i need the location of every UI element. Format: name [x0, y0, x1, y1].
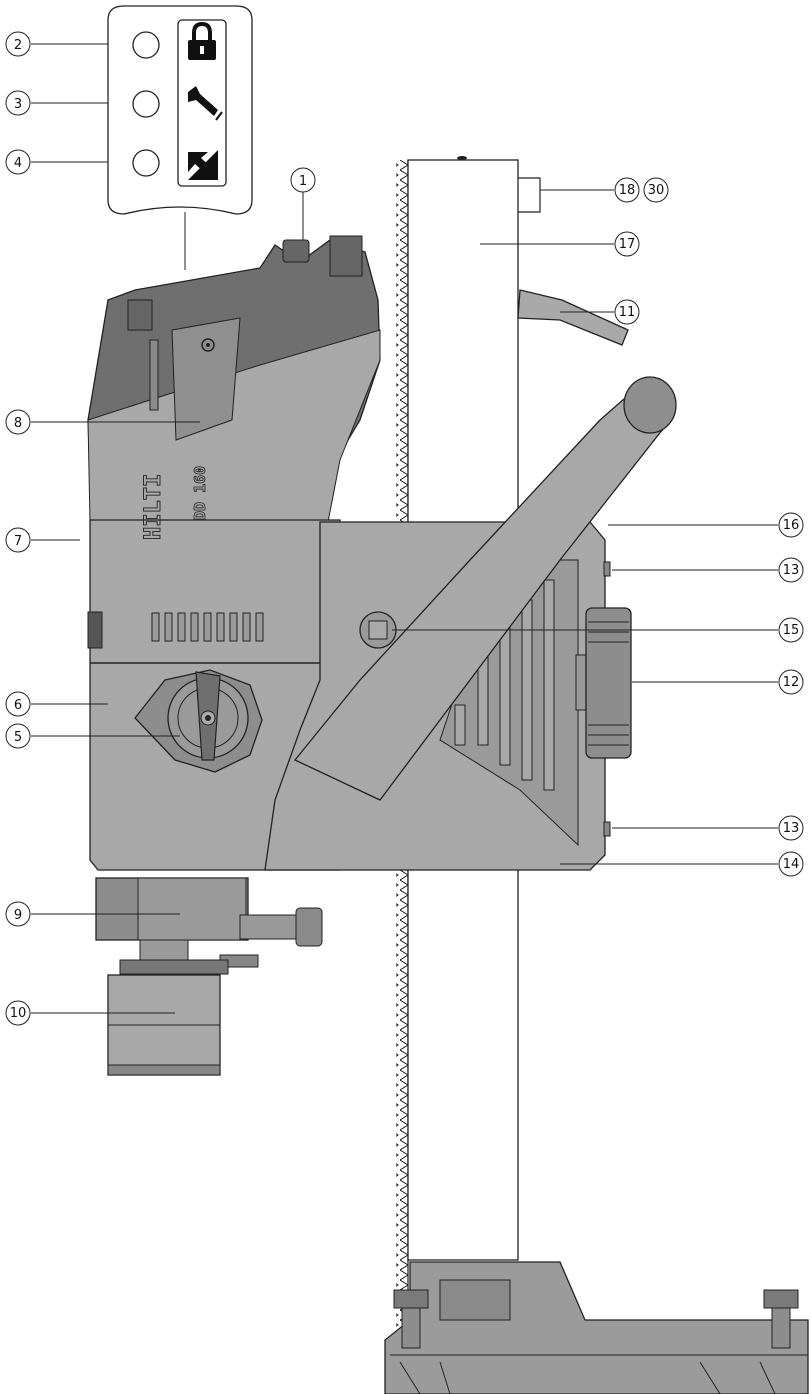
svg-text:5: 5 — [14, 730, 22, 745]
arrows-diagonal-icon — [188, 150, 218, 180]
callout-1: 1 — [290, 167, 316, 193]
callout-7: 7 — [5, 527, 31, 553]
carriage-pin-lower — [603, 821, 611, 837]
leveling-screw-left — [393, 1289, 429, 1349]
callout-3: 3 — [5, 90, 31, 116]
lock-icon — [188, 21, 216, 60]
svg-text:3: 3 — [14, 97, 22, 112]
svg-text:9: 9 — [14, 908, 22, 923]
top-button — [282, 239, 310, 263]
callout-leaders — [31, 43, 778, 1014]
wrench-icon — [188, 86, 223, 121]
svg-text:30: 30 — [648, 183, 665, 198]
svg-text:7: 7 — [14, 534, 22, 549]
svg-text:4: 4 — [14, 156, 22, 171]
svg-text:6: 6 — [14, 698, 22, 713]
svg-text:10: 10 — [10, 1006, 27, 1021]
feed-handle-rear — [517, 289, 629, 346]
svg-text:11: 11 — [619, 305, 636, 320]
gear-selector — [134, 669, 263, 773]
callout-15: 15 — [778, 617, 804, 643]
callout-30: 30 — [643, 177, 669, 203]
led-lock — [132, 31, 160, 59]
callout-17: 17 — [614, 231, 640, 257]
svg-text:2: 2 — [14, 38, 22, 53]
callouts: 2 3 4 1 8 7 6 5 9 10 18 30 17 11 16 13 1… — [5, 31, 804, 1026]
callout-8: 8 — [5, 409, 31, 435]
drill-chuck — [107, 959, 229, 1076]
svg-text:17: 17 — [619, 237, 636, 252]
water-swivel — [95, 877, 323, 968]
callout-6: 6 — [5, 691, 31, 717]
callout-10: 10 — [5, 1000, 31, 1026]
svg-text:18: 18 — [619, 183, 636, 198]
brand-label: HILTI — [141, 474, 166, 540]
callout-12: 12 — [778, 669, 804, 695]
callout-9: 9 — [5, 901, 31, 927]
callout-13-upper: 13 — [778, 557, 804, 583]
led-overload — [132, 149, 160, 177]
callout-5: 5 — [5, 723, 31, 749]
side-grip — [87, 611, 103, 649]
callout-16: 16 — [778, 512, 804, 538]
svg-text:15: 15 — [783, 623, 800, 638]
leveling-screw-right — [763, 1289, 799, 1349]
callout-18: 18 — [614, 177, 640, 203]
callout-14: 14 — [778, 851, 804, 877]
stand-base — [384, 1261, 809, 1394]
svg-text:13: 13 — [783, 563, 800, 578]
svg-text:1: 1 — [299, 174, 307, 189]
indicator-panel — [107, 5, 253, 270]
carriage-pin-upper — [603, 561, 611, 577]
cooling-vents — [151, 612, 264, 642]
callout-2: 2 — [5, 31, 31, 57]
model-label: DD 160 — [191, 466, 209, 520]
callout-11: 11 — [614, 299, 640, 325]
carry-handle — [329, 235, 363, 277]
callout-4: 4 — [5, 149, 31, 175]
motor-body: DD 160 HILTI — [87, 235, 381, 871]
svg-text:8: 8 — [14, 416, 22, 431]
svg-text:12: 12 — [783, 675, 800, 690]
clamping-knob — [575, 607, 632, 759]
svg-text:16: 16 — [783, 518, 800, 533]
svg-text:14: 14 — [783, 857, 800, 872]
led-service — [132, 90, 160, 118]
callout-13-lower: 13 — [778, 815, 804, 841]
svg-text:13: 13 — [783, 821, 800, 836]
carriage — [264, 376, 677, 871]
